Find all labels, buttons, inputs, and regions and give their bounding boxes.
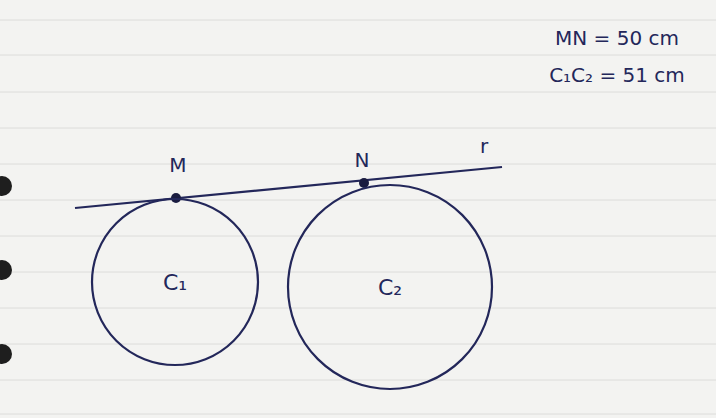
binder-holes — [0, 176, 12, 364]
point-label: M — [169, 153, 186, 177]
circle-name: C₁ — [163, 270, 187, 295]
circle-outline — [92, 199, 258, 365]
circle-name: C₂ — [378, 275, 402, 300]
point-label: r — [480, 134, 488, 158]
circle-shape: C₂ — [287, 184, 493, 390]
ruled-lines — [0, 20, 716, 414]
circle-shape: C₁ — [91, 198, 259, 366]
measure-note: C₁C₂ = 51 cm — [549, 63, 685, 87]
tangent-line — [75, 167, 502, 208]
point-label: N — [355, 148, 370, 172]
measure-note: MN = 50 cm — [555, 26, 679, 50]
circle-outline — [288, 185, 492, 389]
